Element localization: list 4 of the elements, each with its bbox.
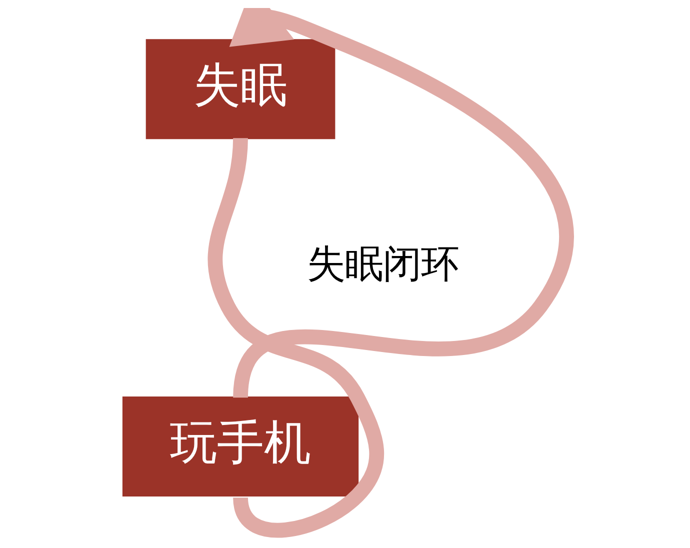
connector bbox=[207, 138, 384, 538]
node-box: 失眠 bbox=[145, 39, 335, 140]
label: 失眠闭环 bbox=[306, 242, 459, 288]
node-box: 玩手机 bbox=[122, 396, 358, 497]
